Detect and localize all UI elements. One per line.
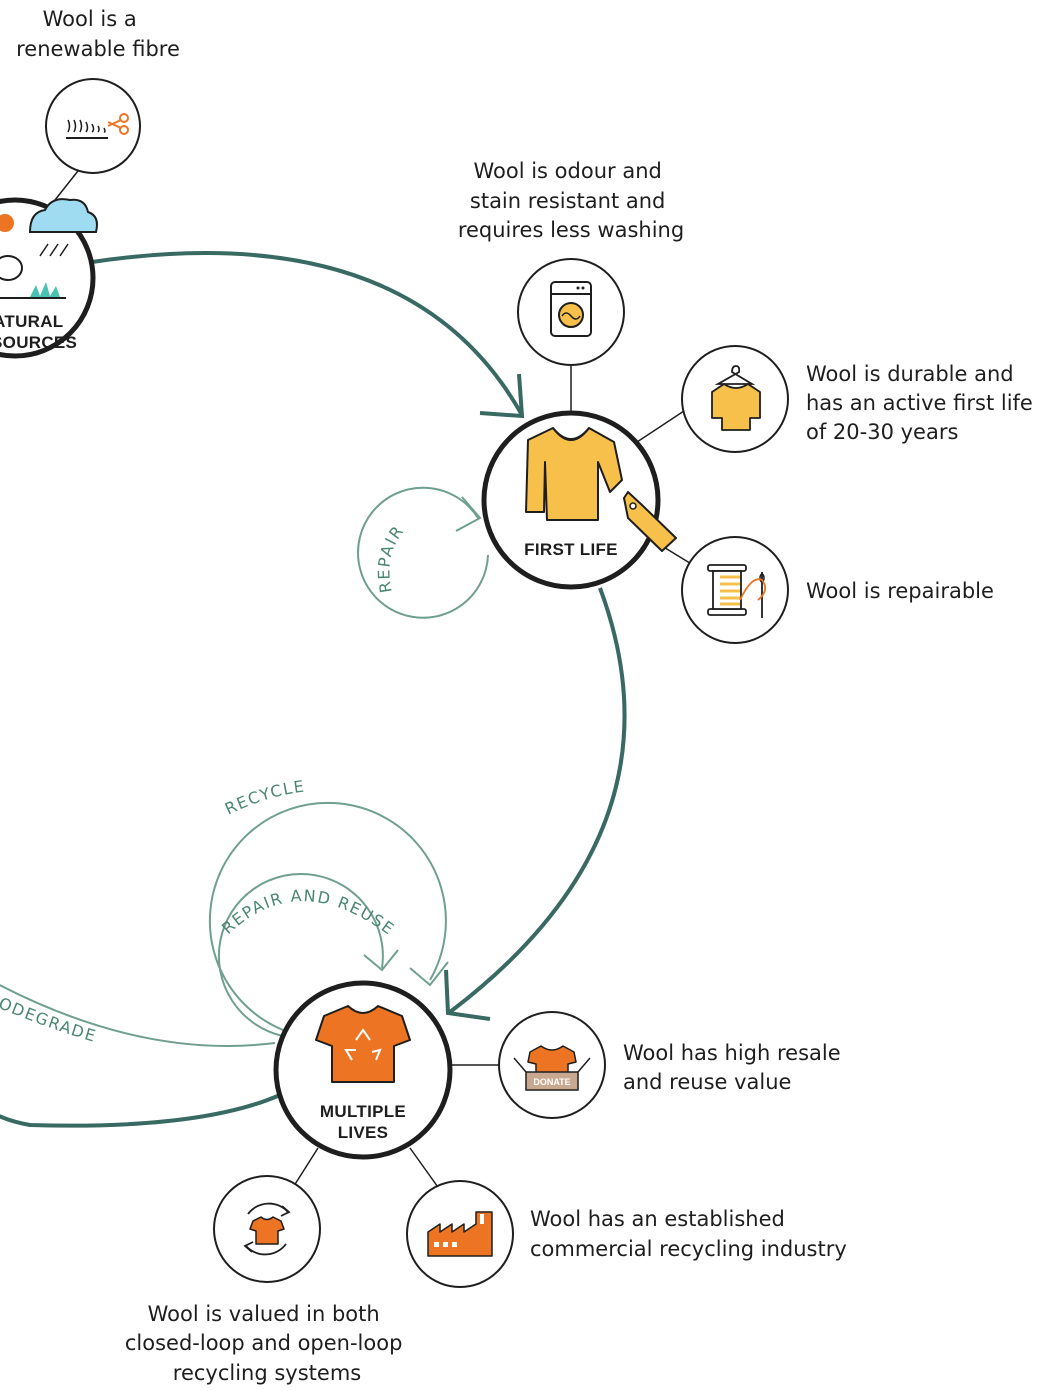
hub-label-natural-2: RESOURCES — [0, 333, 77, 352]
donation-box-icon: DONATE — [513, 1045, 591, 1091]
caption-odour: Wool is odour and stain resistant and re… — [458, 159, 684, 242]
recycled-tshirt-icon — [315, 1005, 411, 1083]
arrowhead-first-life — [479, 373, 525, 419]
sweater-with-tag-icon — [525, 427, 677, 552]
sheep-shears-icon — [66, 113, 129, 139]
hub-label-multiple-2: LIVES — [338, 1123, 389, 1142]
satellite-odour: Wool is odour and stain resistant and re… — [458, 159, 684, 366]
caption-repairable: Wool is repairable — [806, 579, 994, 603]
satellite-loops: Wool is valued in both closed-loop and o… — [125, 1175, 409, 1385]
sheep-sun-cloud-icon — [0, 198, 98, 299]
flow-label-biodegrade: BIODEGRADE — [0, 986, 99, 1046]
caption-resale: Wool has high resale and reuse value — [623, 1041, 847, 1094]
hub-natural-resources: NATURAL RESOURCES — [0, 197, 98, 359]
thread-spool-needle-icon — [707, 564, 767, 618]
arrowhead-multiple-lives — [444, 969, 491, 1021]
hub-first-life: FIRST LIFE — [481, 410, 677, 590]
biodegrade-line — [0, 984, 276, 1047]
hub-label-first-life: FIRST LIFE — [524, 540, 618, 559]
recycle-loop-arrowhead — [409, 961, 449, 987]
satellite-renewable: Wool is a renewable fibre — [16, 7, 180, 174]
satellite-durable: Wool is durable and has an active first … — [681, 345, 1040, 453]
repair-reuse-loop-arrowhead — [363, 949, 399, 972]
recycling-tshirt-icon — [243, 1202, 291, 1256]
satellite-industry: Wool has an established commercial recyc… — [406, 1180, 847, 1288]
flow-label-repair: REPAIR — [374, 521, 408, 594]
caption-renewable: Wool is a renewable fibre — [16, 7, 180, 61]
arrow-natural-to-first-life — [91, 251, 524, 416]
factory-icon — [427, 1211, 493, 1257]
washing-machine-icon — [550, 281, 592, 337]
hub-multiple-lives: MULTIPLE LIVES — [273, 980, 453, 1160]
hub-label-multiple-1: MULTIPLE — [320, 1102, 406, 1121]
arrow-first-life-to-multiple-lives — [448, 587, 627, 1014]
sweater-on-hanger-icon — [711, 365, 761, 431]
flow-label-repair-and-reuse: REPAIR AND REUSE — [218, 886, 398, 939]
hub-label-natural-1: NATURAL — [0, 312, 64, 331]
repair-loop — [357, 486, 489, 619]
caption-industry: Wool has an established commercial recyc… — [530, 1207, 847, 1261]
flow-label-recycle: RECYCLE — [222, 776, 307, 818]
donate-label: DONATE — [533, 1077, 570, 1087]
repair-loop-arrowhead — [455, 496, 482, 532]
arrow-biodegrade — [0, 1093, 281, 1128]
satellite-resale: DONATE Wool has high resale and reuse va… — [498, 1011, 847, 1119]
caption-durable: Wool is durable and has an active first … — [806, 362, 1040, 444]
caption-loops: Wool is valued in both closed-loop and o… — [125, 1302, 409, 1385]
repair-reuse-loop — [217, 872, 384, 1037]
satellite-repairable: Wool is repairable — [681, 536, 994, 644]
flow-arrows — [0, 251, 627, 1128]
